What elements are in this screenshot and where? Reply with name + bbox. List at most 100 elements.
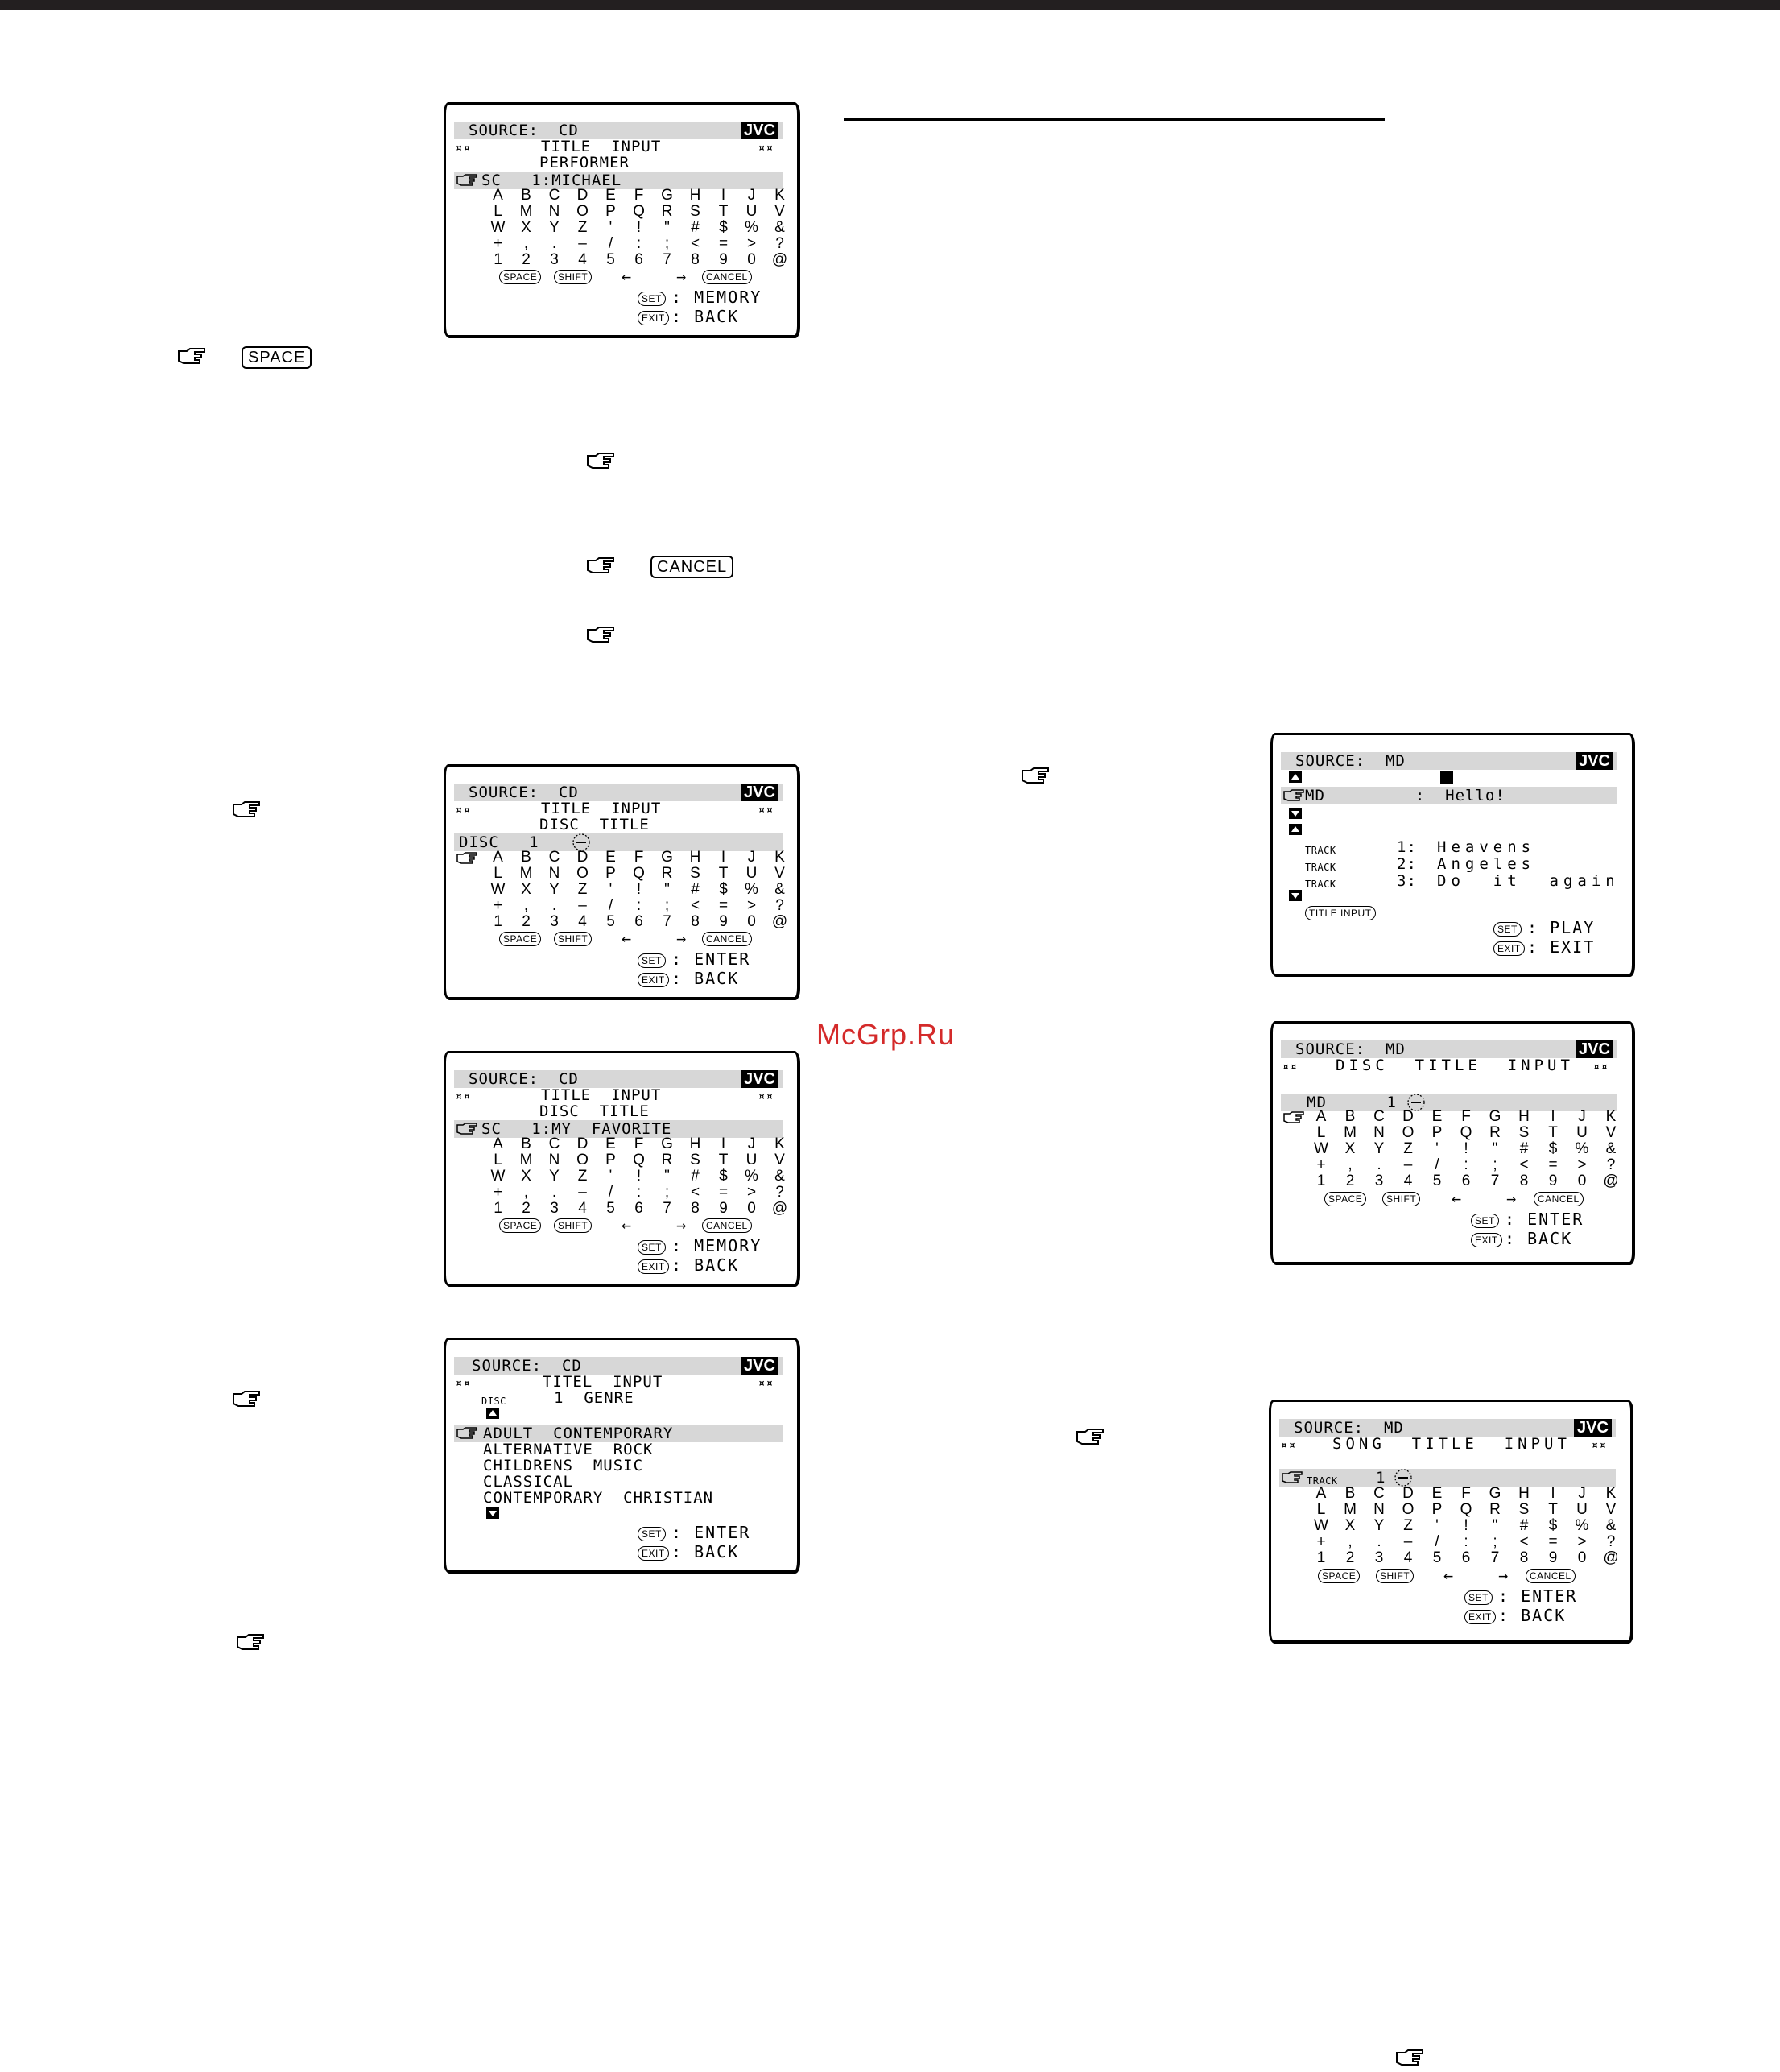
char-key[interactable]: B: [1344, 1108, 1356, 1125]
char-key[interactable]: W: [1314, 1140, 1328, 1157]
char-key[interactable]: 9: [719, 913, 728, 930]
char-key[interactable]: 8: [691, 1200, 700, 1217]
exit-key[interactable]: EXIT: [1464, 1610, 1496, 1624]
shift-key[interactable]: SHIFT: [554, 270, 593, 284]
char-key[interactable]: .: [1377, 1156, 1381, 1173]
scroll-up-icon[interactable]: [1289, 771, 1302, 783]
char-key[interactable]: 4: [578, 913, 587, 930]
char-key[interactable]: ;: [664, 897, 670, 914]
char-key[interactable]: T: [1548, 1501, 1558, 1518]
char-key[interactable]: Z: [577, 881, 588, 898]
char-key[interactable]: H: [689, 187, 701, 204]
char-key[interactable]: T: [718, 865, 729, 882]
char-key[interactable]: >: [746, 1184, 757, 1201]
genre-item[interactable]: CONTEMPORARY CHRISTIAN: [483, 1489, 714, 1507]
char-key[interactable]: ?: [1606, 1156, 1616, 1173]
char-key[interactable]: X: [521, 881, 531, 898]
char-key[interactable]: C: [1373, 1485, 1385, 1502]
char-key[interactable]: B: [521, 849, 531, 866]
char-key[interactable]: ,: [1348, 1533, 1353, 1550]
char-key[interactable]: ?: [1606, 1533, 1616, 1550]
char-key[interactable]: <: [1519, 1156, 1529, 1173]
char-key[interactable]: 7: [663, 1200, 671, 1217]
char-key[interactable]: X: [521, 219, 531, 236]
char-key[interactable]: ,: [523, 235, 529, 252]
char-key[interactable]: Q: [633, 203, 645, 220]
char-key[interactable]: H: [689, 1135, 701, 1152]
char-key[interactable]: –: [578, 897, 587, 914]
char-key[interactable]: H: [1518, 1108, 1530, 1125]
char-key[interactable]: 1: [494, 1200, 502, 1217]
char-key[interactable]: 4: [578, 251, 587, 268]
char-key[interactable]: .: [1377, 1533, 1381, 1550]
char-key[interactable]: #: [691, 1168, 700, 1185]
char-key[interactable]: ': [609, 1168, 613, 1185]
char-key[interactable]: –: [578, 235, 587, 252]
char-key[interactable]: I: [721, 1135, 726, 1152]
track-title[interactable]: Heavens: [1437, 838, 1536, 856]
char-key[interactable]: D: [576, 1135, 589, 1152]
char-key[interactable]: O: [576, 203, 589, 220]
char-key[interactable]: L: [494, 203, 502, 220]
cursor-arrows[interactable]: ← →: [622, 267, 704, 286]
scroll-up-icon[interactable]: [1289, 824, 1302, 835]
char-key[interactable]: O: [1402, 1501, 1415, 1518]
char-key[interactable]: N: [1373, 1501, 1385, 1518]
char-key[interactable]: I: [1551, 1108, 1555, 1125]
char-key[interactable]: 1: [1316, 1172, 1326, 1189]
char-key[interactable]: M: [1344, 1124, 1357, 1141]
space-key[interactable]: SPACE: [499, 1218, 542, 1233]
char-key[interactable]: 5: [606, 251, 615, 268]
char-key[interactable]: W: [1314, 1517, 1328, 1534]
char-key[interactable]: G: [661, 849, 673, 866]
char-key[interactable]: K: [774, 1135, 785, 1152]
char-key[interactable]: E: [605, 1135, 616, 1152]
char-key[interactable]: E: [605, 187, 616, 204]
char-key[interactable]: 5: [1432, 1549, 1442, 1566]
genre-item[interactable]: ADULT CONTEMPORARY: [483, 1425, 674, 1442]
track-title[interactable]: Angeles: [1437, 855, 1536, 873]
cancel-key[interactable]: CANCEL: [702, 932, 752, 946]
char-key[interactable]: 8: [691, 251, 700, 268]
cancel-key[interactable]: CANCEL: [1534, 1192, 1584, 1206]
char-key[interactable]: J: [1578, 1108, 1586, 1125]
char-key[interactable]: Z: [577, 219, 588, 236]
char-key[interactable]: U: [1576, 1124, 1588, 1141]
set-key[interactable]: SET: [1464, 1590, 1493, 1605]
char-key[interactable]: +: [1316, 1533, 1326, 1550]
char-key[interactable]: ": [664, 1168, 670, 1185]
char-key[interactable]: Y: [1373, 1517, 1385, 1534]
cancel-key[interactable]: CANCEL: [702, 1218, 752, 1233]
char-key[interactable]: E: [605, 849, 616, 866]
char-key[interactable]: >: [746, 897, 757, 914]
char-key[interactable]: V: [1605, 1501, 1617, 1518]
char-key[interactable]: %: [1575, 1140, 1589, 1157]
char-key[interactable]: C: [548, 1135, 560, 1152]
char-key[interactable]: ": [1492, 1517, 1498, 1534]
char-key[interactable]: X: [1344, 1140, 1356, 1157]
char-key[interactable]: <: [1519, 1533, 1529, 1550]
set-key[interactable]: SET: [1493, 922, 1522, 937]
char-key[interactable]: N: [1373, 1124, 1385, 1141]
char-key[interactable]: L: [1316, 1501, 1326, 1518]
char-key[interactable]: @: [771, 251, 788, 268]
set-key[interactable]: SET: [638, 953, 666, 968]
char-key[interactable]: 0: [1577, 1549, 1587, 1566]
char-key[interactable]: H: [1518, 1485, 1530, 1502]
char-key[interactable]: 6: [634, 913, 643, 930]
char-key[interactable]: %: [745, 881, 758, 898]
char-key[interactable]: Z: [1403, 1517, 1413, 1534]
char-key[interactable]: !: [636, 219, 642, 236]
char-key[interactable]: K: [1605, 1485, 1617, 1502]
char-key[interactable]: /: [1435, 1533, 1439, 1550]
char-key[interactable]: ": [1492, 1140, 1498, 1157]
char-key[interactable]: X: [1344, 1517, 1356, 1534]
char-key[interactable]: 7: [663, 913, 671, 930]
char-key[interactable]: ?: [775, 1184, 784, 1201]
scroll-down-icon[interactable]: [486, 1507, 499, 1519]
char-key[interactable]: ": [664, 219, 670, 236]
char-key[interactable]: ,: [1348, 1156, 1353, 1173]
